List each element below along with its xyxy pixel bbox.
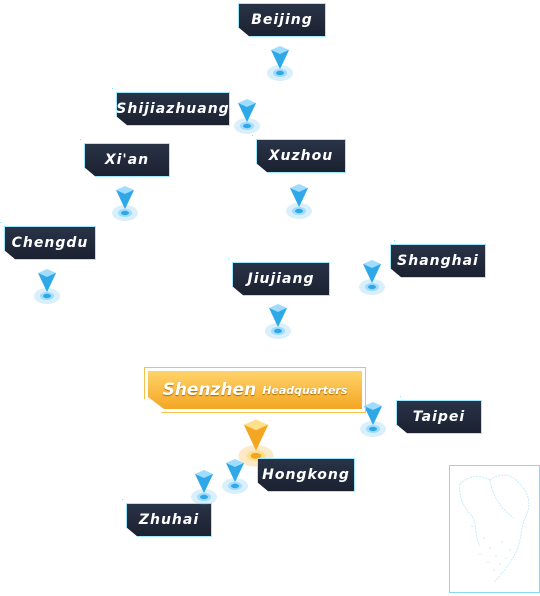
headquarters-label[interactable]: Shenzhen Headquarters: [148, 371, 362, 409]
city-label-beijing: Beijing: [238, 3, 326, 37]
city-label-zhuhai: Zhuhai: [126, 503, 212, 537]
city-label-xuzhou: Xuzhou: [256, 139, 346, 173]
headquarters-subtitle: Headquarters: [262, 383, 348, 397]
headquarters-city: Shenzhen: [162, 380, 257, 400]
china-outline-icon: [459, 474, 530, 583]
headquarters-frame: [144, 367, 366, 413]
location-pin-icon[interactable]: [33, 265, 61, 305]
location-pin-icon[interactable]: [358, 256, 386, 296]
headquarters-pin-icon[interactable]: [236, 414, 276, 468]
location-pin-icon[interactable]: [190, 466, 218, 506]
city-label-jiujiang: Jiujiang: [232, 262, 330, 296]
location-pin-icon[interactable]: [233, 95, 261, 135]
location-pin-icon[interactable]: [266, 42, 294, 82]
location-pin-icon[interactable]: [221, 455, 249, 495]
location-pin-icon[interactable]: [264, 300, 292, 340]
city-label-shanghai: Shanghai: [390, 244, 486, 278]
location-pin-icon[interactable]: [359, 398, 387, 438]
china-minimap[interactable]: [449, 465, 540, 593]
city-label-shijiazhuang: Shijiazhuang: [116, 92, 230, 126]
city-label-hongkong: Hongkong: [257, 458, 355, 492]
location-pin-icon[interactable]: [285, 180, 313, 220]
city-label-chengdu: Chengdu: [4, 226, 96, 260]
city-label-taipei: Taipei: [396, 400, 482, 434]
location-pin-icon[interactable]: [111, 182, 139, 222]
city-label-xian: Xi'an: [84, 143, 170, 177]
